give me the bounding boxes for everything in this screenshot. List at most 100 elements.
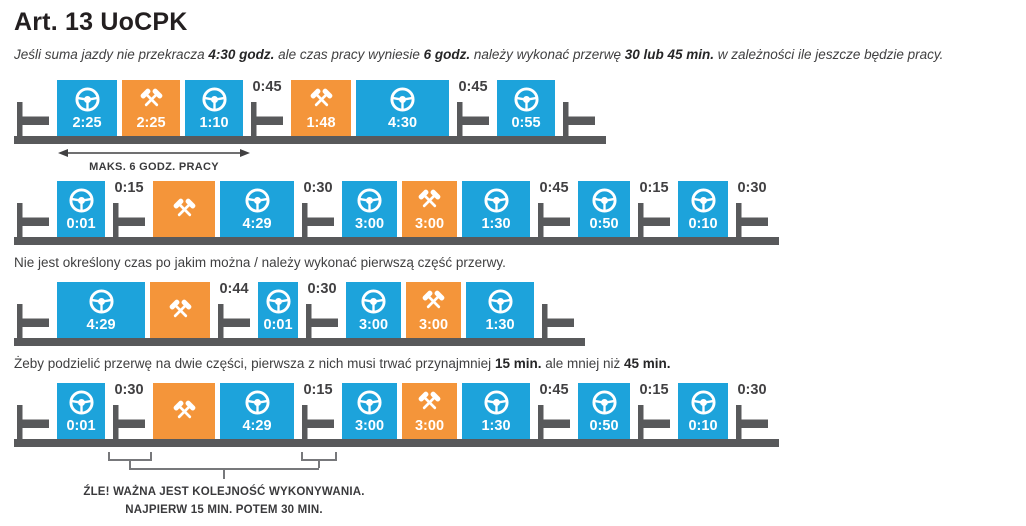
steering-wheel-icon — [361, 289, 386, 314]
rest-break-marker: 0:15 — [110, 181, 148, 237]
duration-label: 4:29 — [242, 216, 272, 233]
break-duration-label: 0:30 — [303, 179, 333, 196]
steering-wheel-icon — [483, 188, 509, 213]
duration-label: 3:00 — [354, 216, 385, 233]
other-work-block — [153, 180, 215, 237]
driving-block: 0:55 — [497, 79, 555, 136]
rest-break-marker — [14, 383, 52, 439]
rest-break-icon — [638, 404, 670, 439]
rest-break-marker: 0:30 — [733, 383, 771, 439]
rest-break-marker: 0:15 — [299, 383, 337, 439]
error-line-2: NAJPIERW 15 MIN. POTEM 30 MIN. — [125, 504, 323, 517]
rest-break-icon — [638, 202, 670, 237]
steering-wheel-icon — [591, 188, 617, 213]
driving-block: 4:29 — [57, 281, 145, 338]
driving-block: 0:01 — [258, 281, 298, 338]
rest-break-icon — [302, 202, 334, 237]
max-work-annotation: MAKS. 6 GODZ. PRACY — [58, 148, 250, 173]
rest-break-marker: 0:30 — [303, 282, 341, 338]
other-work-block: 3:00 — [406, 281, 461, 338]
error-note: ŹLE! WAŻNA JEST KOLEJNOŚĆ WYKONYWANIA. N… — [14, 483, 434, 520]
connector-line — [129, 467, 319, 470]
page-title: Art. 13 UoCPK — [14, 8, 188, 36]
driving-block: 0:10 — [678, 180, 728, 237]
crossed-hammers-icon — [418, 391, 441, 409]
text-segment: w zależności ile jeszcze będzie pracy. — [714, 47, 944, 62]
driving-block: 0:10 — [678, 382, 728, 439]
driving-block: 3:00 — [346, 281, 401, 338]
break-duration-label: 0:30 — [737, 381, 767, 398]
crossed-hammers-icon — [173, 198, 195, 217]
rest-break-icon — [17, 303, 49, 338]
rest-break-icon — [542, 303, 574, 338]
rest-break-marker — [14, 181, 52, 237]
rest-break-icon — [538, 202, 570, 237]
break-duration-label: 0:45 — [458, 78, 488, 95]
rest-break-icon — [302, 404, 334, 439]
duration-label: 1:10 — [199, 115, 229, 132]
crossed-hammers-icon — [310, 88, 332, 107]
timeline-baseline — [14, 135, 606, 144]
duration-label: 4:29 — [86, 317, 116, 334]
bracket-under-second-break — [301, 451, 337, 461]
duration-label: 1:30 — [481, 418, 511, 435]
timeline-baseline — [14, 337, 585, 346]
duration-label: 0:10 — [688, 418, 718, 435]
other-work-block — [153, 382, 215, 439]
driving-block: 3:00 — [342, 382, 397, 439]
text-segment: 6 godz. — [423, 47, 471, 62]
other-work-block: 3:00 — [402, 180, 457, 237]
text-segment: należy wykonać przerwę — [470, 47, 625, 62]
duration-label: 3:00 — [414, 216, 445, 233]
break-duration-label: 0:15 — [639, 179, 669, 196]
duration-label: 3:00 — [418, 317, 449, 334]
break-duration-label: 0:30 — [114, 381, 144, 398]
break-duration-label: 0:15 — [114, 179, 144, 196]
rest-break-marker: 0:30 — [733, 181, 771, 237]
note-first-break: Nie jest określony czas po jakim można /… — [14, 255, 1016, 272]
steering-wheel-icon — [68, 188, 94, 213]
timeline-baseline — [14, 438, 779, 447]
driving-block: 4:29 — [220, 382, 294, 439]
steering-wheel-icon — [690, 390, 716, 415]
steering-wheel-icon — [591, 390, 617, 415]
steering-wheel-icon — [265, 289, 291, 314]
break-duration-label: 0:30 — [737, 179, 767, 196]
text-segment: 15 min. — [494, 355, 542, 371]
rest-break-icon — [17, 101, 49, 136]
duration-label: 0:50 — [589, 418, 619, 435]
rest-break-marker: 0:30 — [110, 383, 148, 439]
steering-wheel-icon — [690, 188, 716, 213]
duration-label: 0:01 — [66, 418, 96, 435]
rest-break-marker — [560, 80, 598, 136]
rest-break-marker: 0:45 — [535, 383, 573, 439]
rest-break-icon — [251, 101, 283, 136]
double-arrow-icon — [58, 148, 250, 157]
steering-wheel-icon — [74, 87, 100, 112]
rest-break-marker: 0:45 — [454, 80, 492, 136]
steering-wheel-icon — [201, 87, 227, 112]
steering-wheel-icon — [244, 390, 270, 415]
note-split-break: Żeby podzielić przerwę na dwie części, p… — [14, 356, 1016, 373]
steering-wheel-icon — [483, 390, 509, 415]
connector-line — [223, 469, 225, 479]
other-work-block — [150, 281, 210, 338]
duration-label: 1:30 — [481, 216, 511, 233]
driving-block: 1:10 — [185, 79, 243, 136]
rest-break-marker: 0:15 — [635, 181, 673, 237]
duration-label: 3:00 — [354, 418, 385, 435]
crossed-hammers-icon — [422, 290, 445, 308]
steering-wheel-icon — [513, 87, 539, 112]
rest-break-icon — [17, 404, 49, 439]
duration-label: 0:55 — [511, 115, 541, 132]
